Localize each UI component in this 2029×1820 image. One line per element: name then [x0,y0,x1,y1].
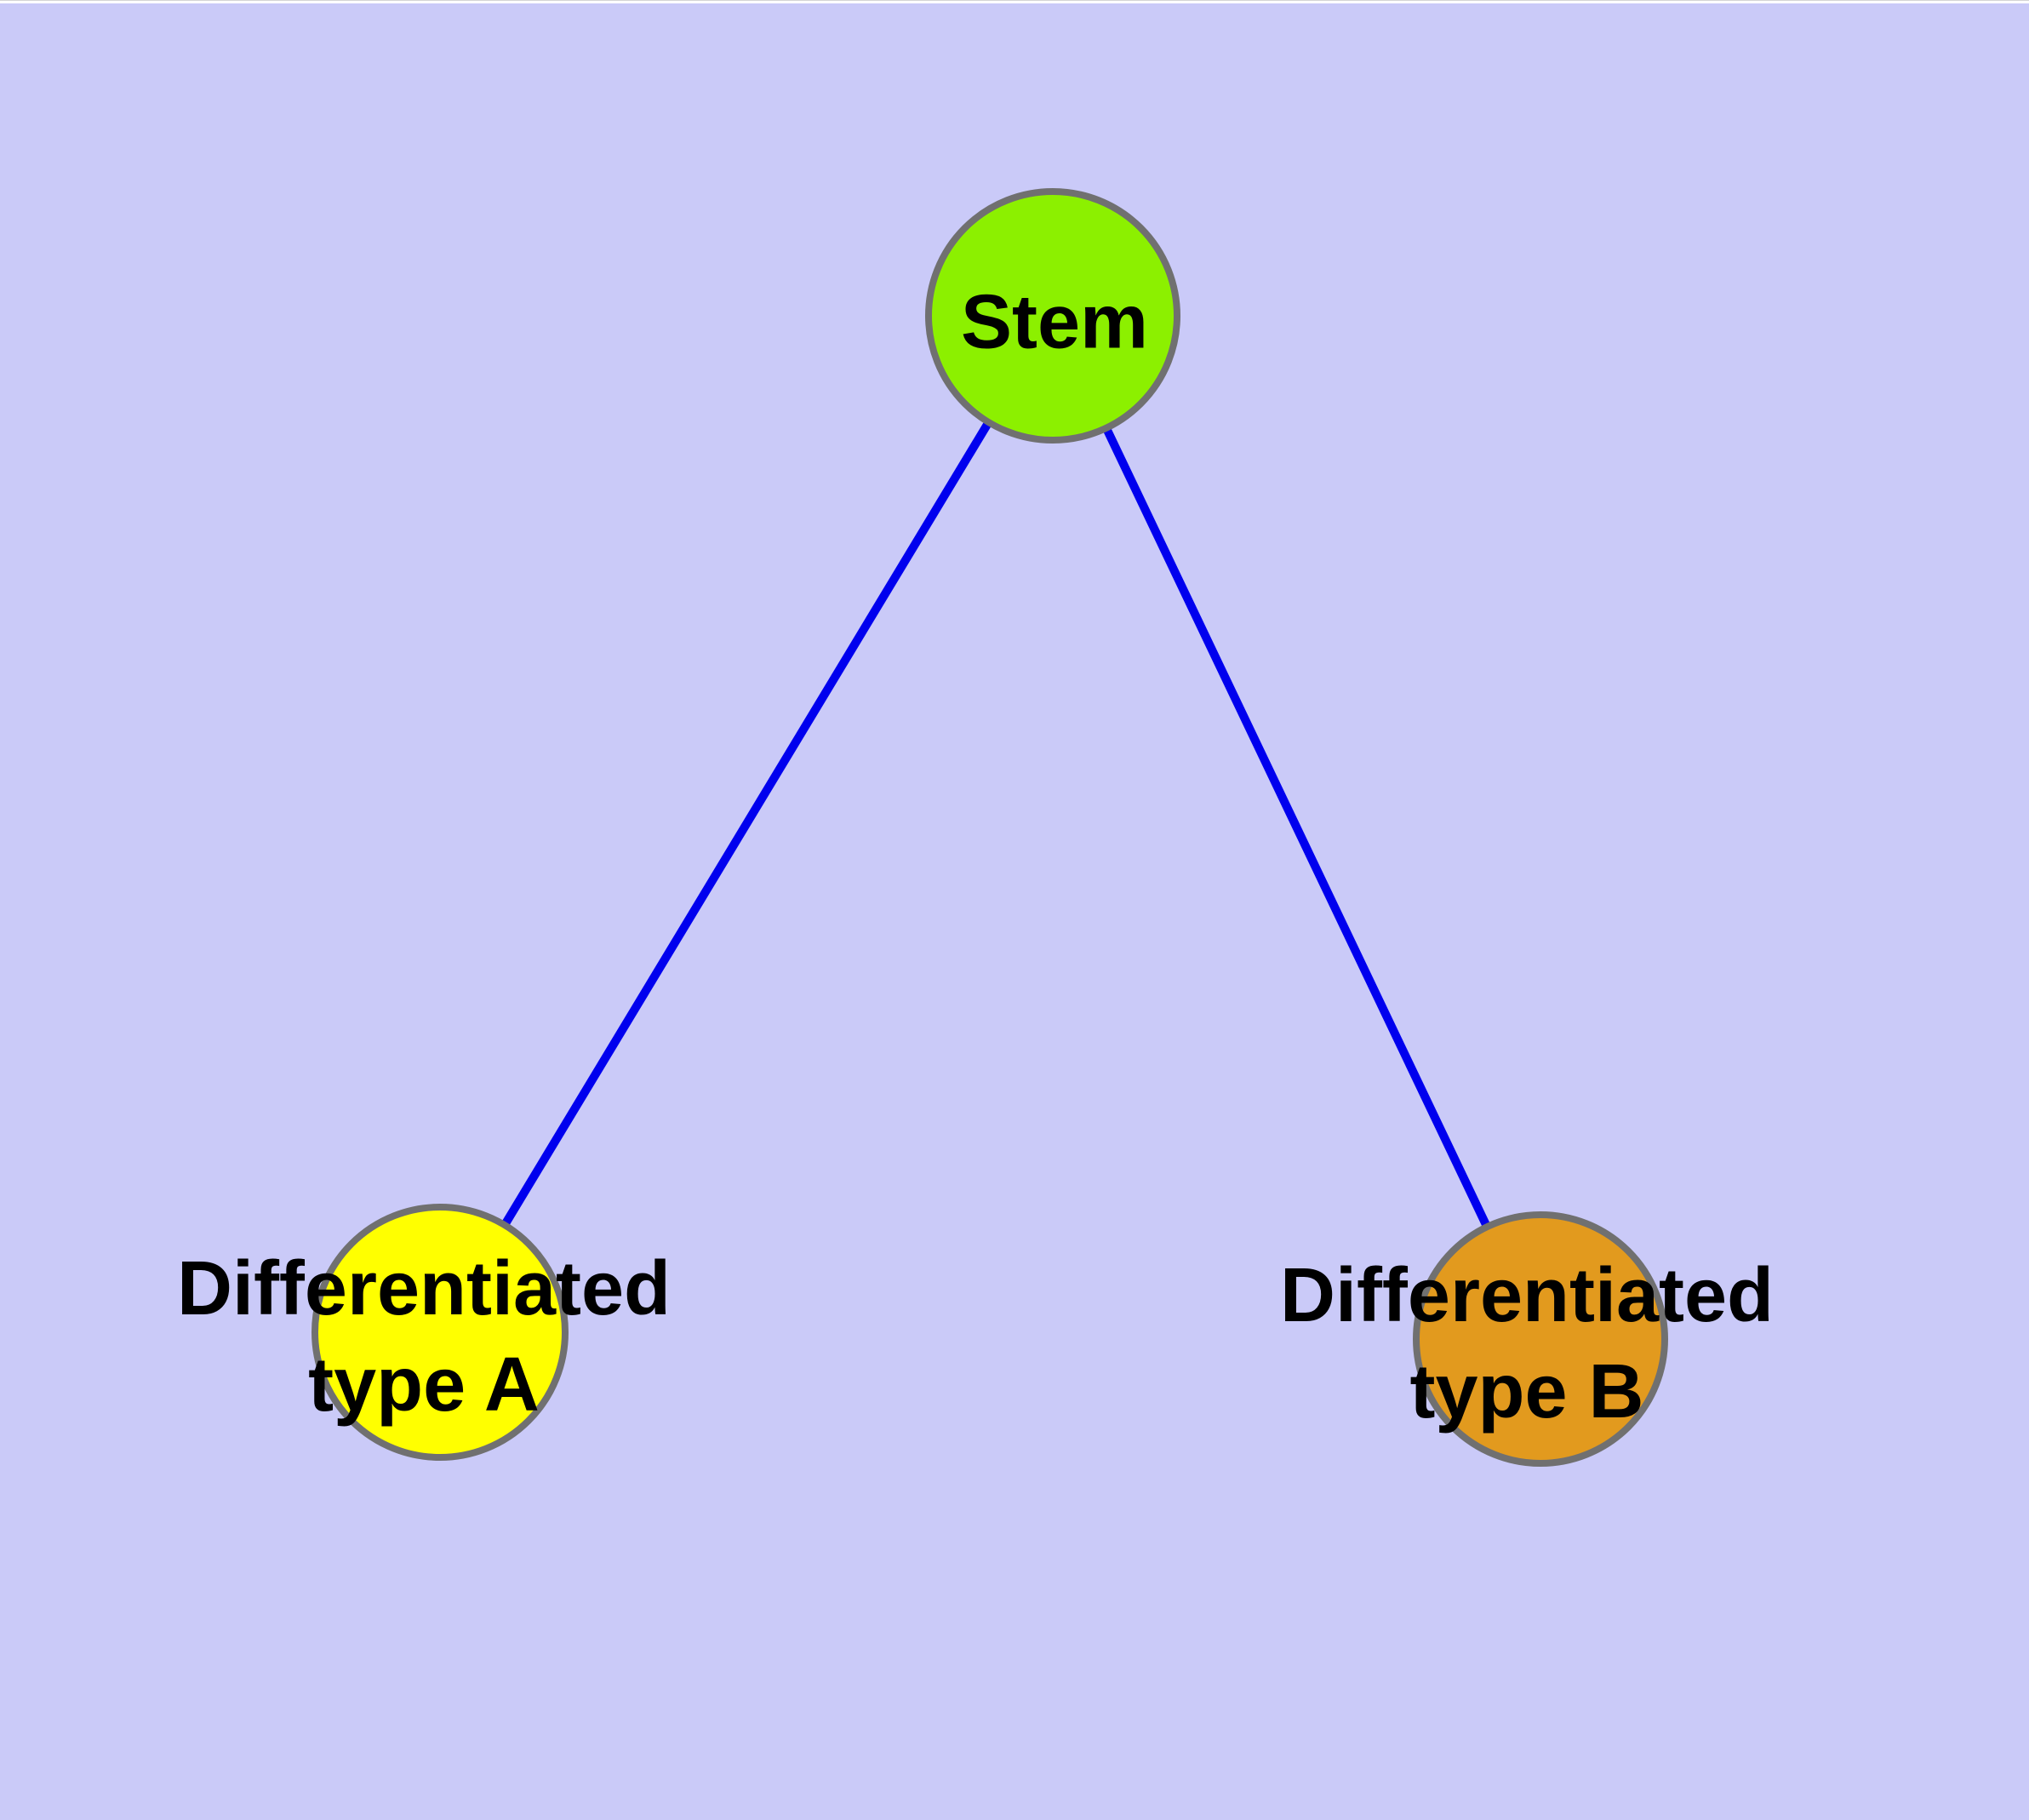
window-top-strip [0,0,2029,3]
edge-stem-to-typeA [436,313,1057,1335]
edge-stem-to-typeB [1049,313,1545,1342]
node-differentiated-type-b [1413,1211,1668,1467]
node-differentiated-type-a [311,1204,569,1461]
node-stem [925,188,1180,444]
